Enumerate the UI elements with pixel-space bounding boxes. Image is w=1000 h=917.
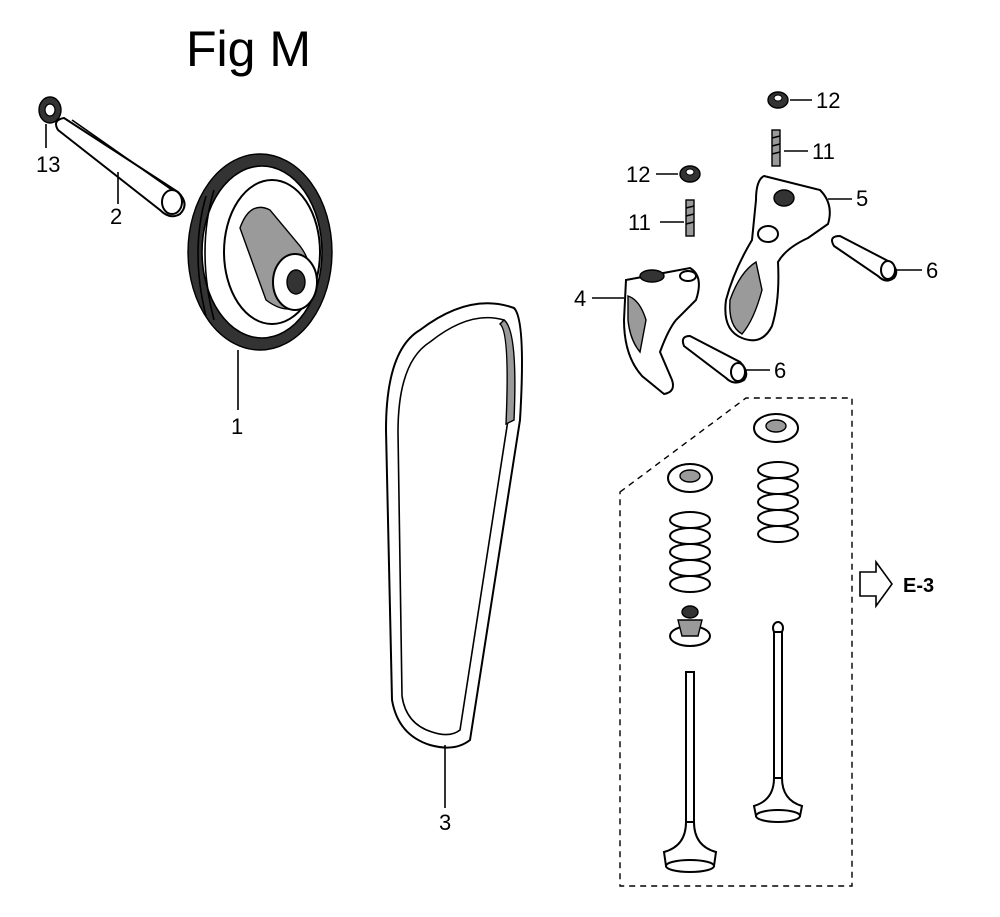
part-12-nut-lower	[679, 165, 701, 183]
callout-6-lower: 6	[774, 358, 786, 383]
valve-assembly-boundary	[619, 397, 853, 887]
part-6-pivot-pin-lower	[681, 334, 748, 384]
valve-stem-seal-left	[669, 605, 711, 647]
callout-13: 13	[36, 152, 60, 177]
callout-3: 3	[439, 810, 451, 835]
valve-retainer-right	[753, 413, 799, 443]
callout-12-lower: 12	[626, 162, 650, 187]
callout-4: 4	[574, 286, 586, 311]
callout-11-lower: 11	[628, 210, 651, 235]
callout-5: 5	[856, 186, 868, 211]
callout-2: 2	[110, 204, 122, 229]
callout-11-upper: 11	[812, 139, 835, 164]
valve-right	[752, 621, 804, 823]
figure-title: Fig M	[186, 21, 311, 77]
part-4-rocker-arm	[622, 266, 700, 396]
part-5-rocker-arm	[724, 174, 831, 342]
part-2-shaft	[55, 116, 186, 218]
part-3-timing-belt	[384, 302, 523, 749]
part-11-stud-lower	[685, 199, 695, 237]
callout-12-upper: 12	[816, 88, 840, 113]
valve-left	[662, 671, 718, 873]
reference-label: E-3	[903, 575, 934, 597]
part-6-pivot-pin-upper	[831, 234, 898, 282]
valve-spring-left	[669, 511, 711, 593]
callout-6-upper: 6	[926, 258, 938, 283]
valve-retainer-left	[667, 463, 713, 493]
part-13-nut	[38, 96, 62, 124]
part-1-cam-pulley	[187, 153, 333, 351]
reference-arrow-icon	[859, 559, 893, 609]
valve-spring-right	[757, 461, 799, 543]
callout-1: 1	[231, 414, 243, 439]
part-12-nut-upper	[767, 91, 789, 109]
part-11-stud-upper	[771, 129, 781, 167]
